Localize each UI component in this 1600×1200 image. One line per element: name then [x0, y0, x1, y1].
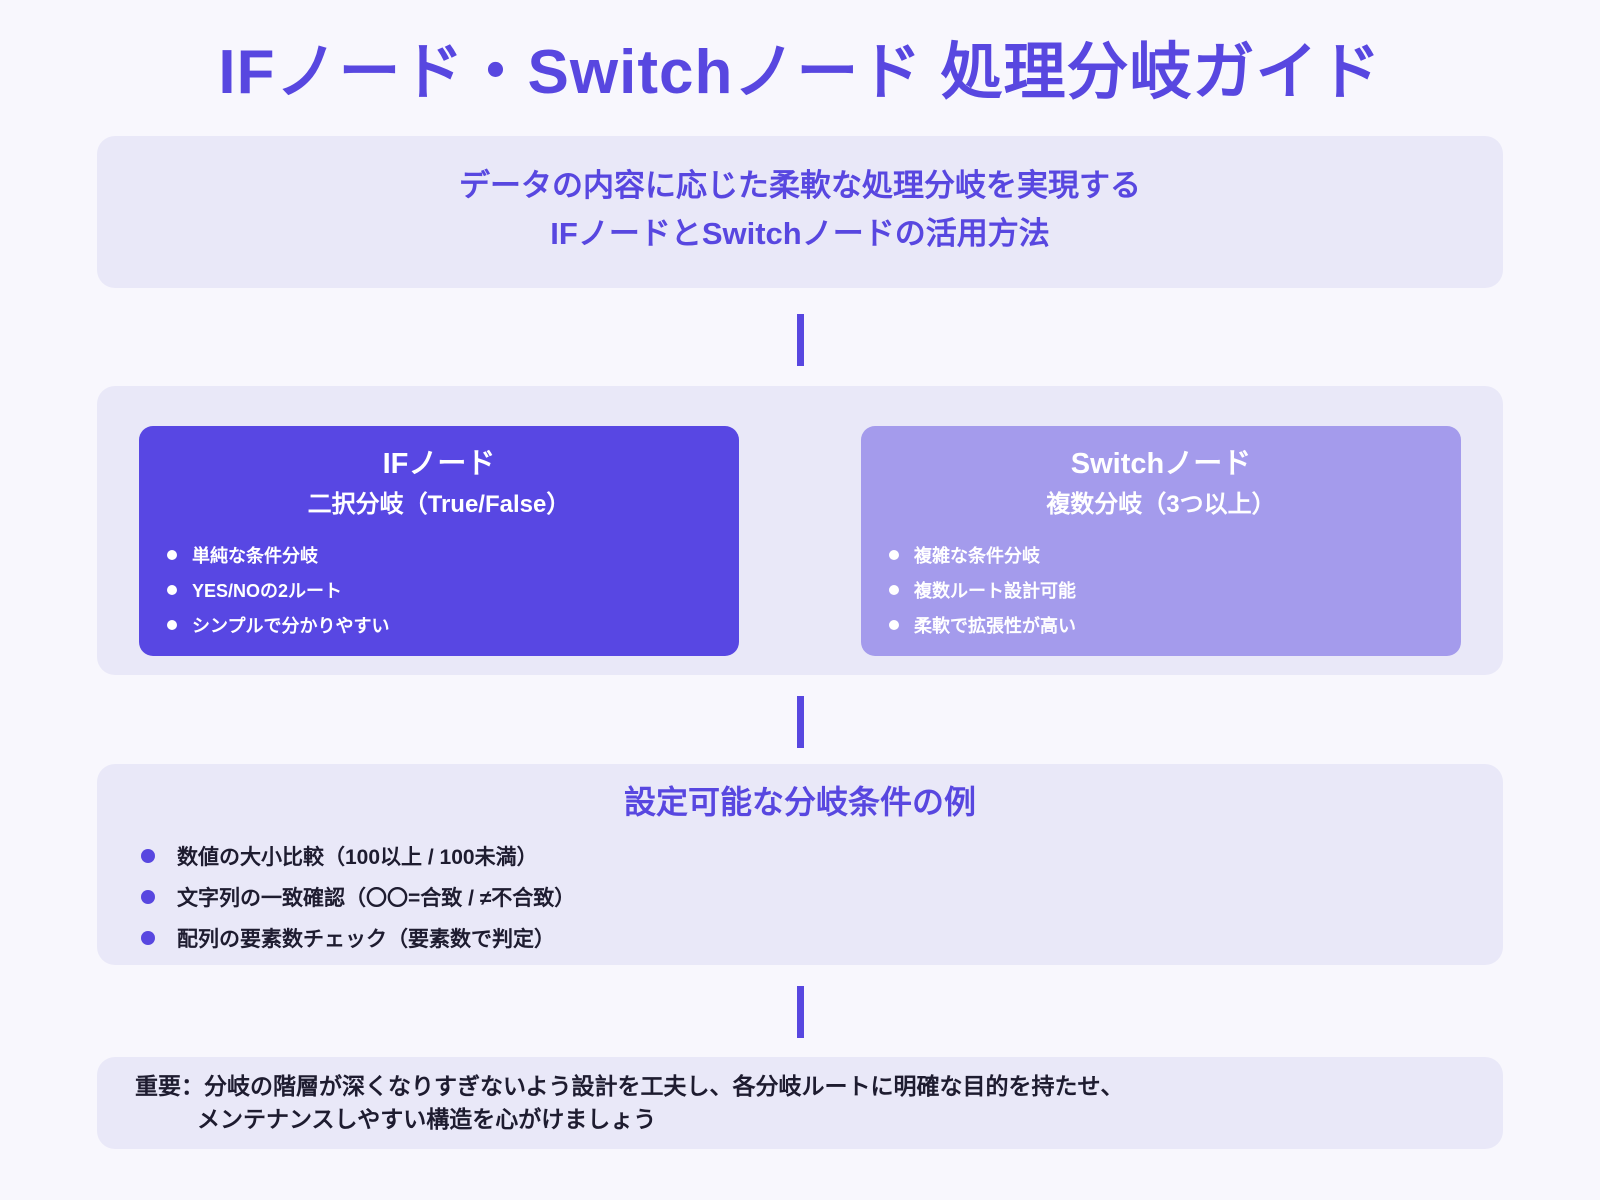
bullet-dot-icon	[889, 550, 899, 560]
flow-connector-1	[796, 314, 804, 366]
list-item: 数値の大小比較（100以上 / 100未満）	[137, 842, 1463, 870]
switch-node-bullet-list: 複雑な条件分岐 複数ルート設計可能 柔軟で拡張性が高い	[889, 542, 1433, 638]
list-item: 単純な条件分岐	[167, 542, 711, 568]
important-note-panel: 重要：分岐の階層が深くなりすぎないよう設計を工夫し、各分岐ルートに明確な目的を持…	[97, 1057, 1503, 1149]
conditions-bullet-list: 数値の大小比較（100以上 / 100未満） 文字列の一致確認（〇〇=合致 / …	[137, 842, 1463, 952]
conditions-title: 設定可能な分岐条件の例	[623, 784, 976, 820]
if-node-bullet-3: シンプルで分かりやすい	[192, 616, 390, 636]
conditions-panel: 設定可能な分岐条件の例 数値の大小比較（100以上 / 100未満） 文字列の一…	[97, 764, 1503, 965]
condition-bullet-3: 配列の要素数チェック（要素数で判定）	[177, 928, 555, 951]
list-item: 配列の要素数チェック（要素数で判定）	[137, 924, 1463, 952]
bullet-dot-icon	[167, 550, 177, 560]
if-node-bullet-list: 単純な条件分岐 YES/NOの2ルート シンプルで分かりやすい	[167, 542, 711, 638]
note-line-1: 重要：分岐の階層が深くなりすぎないよう設計を工夫し、各分岐ルートに明確な目的を持…	[135, 1073, 1124, 1099]
list-item: シンプルで分かりやすい	[167, 612, 711, 638]
switch-node-subtitle: 複数分岐（3つ以上）	[1046, 491, 1276, 518]
flow-connector-3	[796, 986, 804, 1038]
list-item: 複雑な条件分岐	[889, 542, 1433, 568]
if-node-title: IFノード	[382, 448, 496, 480]
if-node-subtitle: 二択分岐（True/False）	[307, 491, 571, 518]
flow-connector-2	[796, 696, 804, 748]
bullet-dot-icon	[167, 585, 177, 595]
bullet-dot-icon	[141, 931, 155, 945]
list-item: 柔軟で拡張性が高い	[889, 612, 1433, 638]
intro-line-2: IFノードとSwitchノードの活用方法	[550, 216, 1050, 251]
condition-bullet-1: 数値の大小比較（100以上 / 100未満）	[177, 846, 538, 869]
switch-node-card: Switchノード 複数分岐（3つ以上） 複雑な条件分岐 複数ルート設計可能 柔…	[861, 426, 1461, 656]
page-title: IFノード・Switchノード 処理分岐ガイド	[218, 38, 1382, 107]
note-line-2: メンテナンスしやすい構造を心がけましょう	[197, 1106, 657, 1132]
bullet-dot-icon	[141, 890, 155, 904]
bullet-dot-icon	[167, 620, 177, 630]
bullet-dot-icon	[889, 585, 899, 595]
intro-line-1: データの内容に応じた柔軟な処理分岐を実現する	[459, 168, 1141, 203]
if-node-card: IFノード 二択分岐（True/False） 単純な条件分岐 YES/NOの2ル…	[139, 426, 739, 656]
list-item: 複数ルート設計可能	[889, 577, 1433, 603]
intro-panel: データの内容に応じた柔軟な処理分岐を実現する IFノードとSwitchノードの活…	[97, 136, 1503, 288]
bullet-dot-icon	[141, 849, 155, 863]
list-item: 文字列の一致確認（〇〇=合致 / ≠不合致）	[137, 883, 1463, 911]
switch-node-bullet-2: 複数ルート設計可能	[914, 581, 1076, 601]
if-node-bullet-1: 単純な条件分岐	[192, 546, 318, 566]
condition-bullet-2: 文字列の一致確認（〇〇=合致 / ≠不合致）	[177, 887, 576, 910]
switch-node-title: Switchノード	[1070, 448, 1252, 480]
bullet-dot-icon	[889, 620, 899, 630]
switch-node-bullet-3: 柔軟で拡張性が高い	[914, 616, 1076, 636]
node-comparison-panel: IFノード 二択分岐（True/False） 単純な条件分岐 YES/NOの2ル…	[97, 386, 1503, 675]
list-item: YES/NOの2ルート	[167, 577, 711, 603]
switch-node-bullet-1: 複雑な条件分岐	[914, 546, 1040, 566]
if-node-bullet-2: YES/NOの2ルート	[192, 581, 343, 601]
